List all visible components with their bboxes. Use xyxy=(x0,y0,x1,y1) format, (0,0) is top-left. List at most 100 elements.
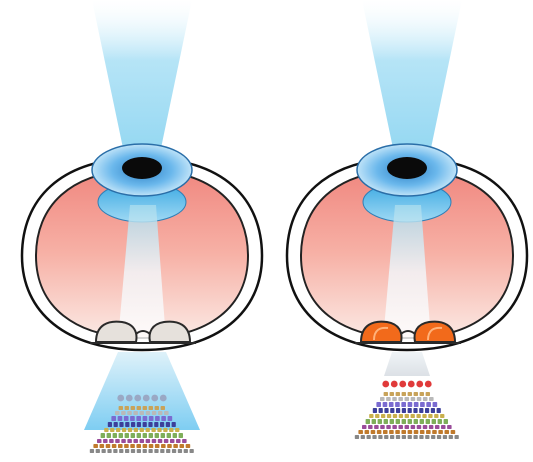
retina-cell xyxy=(355,435,359,439)
retina-cell xyxy=(408,392,412,396)
retina-cell xyxy=(428,414,432,418)
retina-cell xyxy=(106,444,111,448)
retina-cell xyxy=(149,433,153,438)
retina-cell xyxy=(116,428,120,432)
retina-cell xyxy=(172,449,176,453)
retina-cell xyxy=(140,439,144,443)
retina-cell xyxy=(420,430,425,434)
retina-cell xyxy=(133,439,137,443)
retina-cell xyxy=(131,422,135,427)
retina-cell xyxy=(190,449,194,453)
retina-cell xyxy=(110,428,114,432)
retina-cell xyxy=(399,414,403,418)
retina-cell xyxy=(155,416,160,421)
retina-cell xyxy=(164,439,168,443)
retina-cell xyxy=(375,414,379,418)
retina-cell xyxy=(408,419,412,424)
retina-cell xyxy=(402,435,406,439)
retina-cell xyxy=(173,444,178,448)
retina-cell xyxy=(96,449,100,453)
retina-cell xyxy=(433,402,438,407)
pupil xyxy=(122,157,162,179)
retina-cell xyxy=(182,439,186,443)
retina-cell xyxy=(445,430,450,434)
retina-cell xyxy=(423,397,428,401)
retina-cell xyxy=(426,392,430,396)
retina-cell xyxy=(176,439,180,443)
retina-cell xyxy=(130,416,135,421)
retina-cell xyxy=(408,430,413,434)
retina-cell xyxy=(154,449,158,453)
retina-cell xyxy=(90,449,94,453)
retina-cell xyxy=(125,433,129,438)
retina-cell xyxy=(108,422,112,427)
retina-cell xyxy=(161,416,166,421)
photoreceptor-cap xyxy=(408,381,415,388)
retina-cell xyxy=(93,444,98,448)
retina-cell xyxy=(143,416,148,421)
retina-cell xyxy=(369,414,373,418)
retina-cell xyxy=(401,430,406,434)
retina-cell xyxy=(389,402,394,407)
retina-cell xyxy=(422,414,426,418)
retina-cell xyxy=(136,444,141,448)
retina-cell xyxy=(425,408,429,413)
retina-cell xyxy=(157,428,161,432)
retina-cell xyxy=(392,425,396,429)
retina-cell xyxy=(152,411,157,415)
retina-cell xyxy=(125,422,129,427)
retina-cell xyxy=(362,425,366,429)
retina-cell xyxy=(455,435,459,439)
retina-cell xyxy=(358,430,363,434)
photoreceptor-cap xyxy=(391,381,398,388)
retina-cell xyxy=(164,411,169,415)
retina-cell xyxy=(112,444,117,448)
retina-cell xyxy=(119,449,123,453)
retina-cell xyxy=(372,419,376,424)
retina-cell xyxy=(411,414,415,418)
retina-cell xyxy=(131,433,135,438)
retina-cell xyxy=(137,433,141,438)
photoreceptor-cap xyxy=(117,395,124,402)
retina-cell xyxy=(160,449,164,453)
retina-cell xyxy=(155,406,159,410)
retina-cell xyxy=(426,430,431,434)
retina-cell xyxy=(444,419,448,424)
retina-cell xyxy=(414,419,418,424)
retina-cell xyxy=(143,406,147,410)
retina-cell xyxy=(143,444,148,448)
retina-cell xyxy=(148,449,152,453)
retina-cell xyxy=(149,406,153,410)
retina-cell xyxy=(152,439,156,443)
retina-cell xyxy=(115,411,120,415)
retina-cell xyxy=(384,408,388,413)
retina-cell xyxy=(125,449,129,453)
retina-cell xyxy=(125,406,129,410)
retina-cell xyxy=(178,449,182,453)
retina-cell xyxy=(383,402,388,407)
retina-cell xyxy=(405,425,409,429)
retina-cell xyxy=(419,408,423,413)
retina-cell xyxy=(420,402,425,407)
eye-panel-right xyxy=(287,0,527,439)
transmitted-light-beam xyxy=(84,352,200,430)
retina-cell xyxy=(154,422,158,427)
retina-cell xyxy=(155,444,160,448)
retina-cell xyxy=(161,406,165,410)
retina-cell xyxy=(395,430,400,434)
retina-cell xyxy=(398,425,402,429)
retina-cell xyxy=(113,449,117,453)
retina-cell xyxy=(384,392,388,396)
retina-cell xyxy=(137,422,141,427)
retina-cell xyxy=(140,428,144,432)
retina-cell xyxy=(102,449,106,453)
retina-cell xyxy=(401,402,406,407)
retina-cell xyxy=(161,444,166,448)
retina-cell xyxy=(417,425,421,429)
retina-cell xyxy=(167,433,171,438)
retina-cell xyxy=(179,433,183,438)
photoreceptor-cap xyxy=(143,395,150,402)
retina-cell xyxy=(169,428,173,432)
retina-cell xyxy=(426,402,431,407)
retina-cell xyxy=(373,408,377,413)
